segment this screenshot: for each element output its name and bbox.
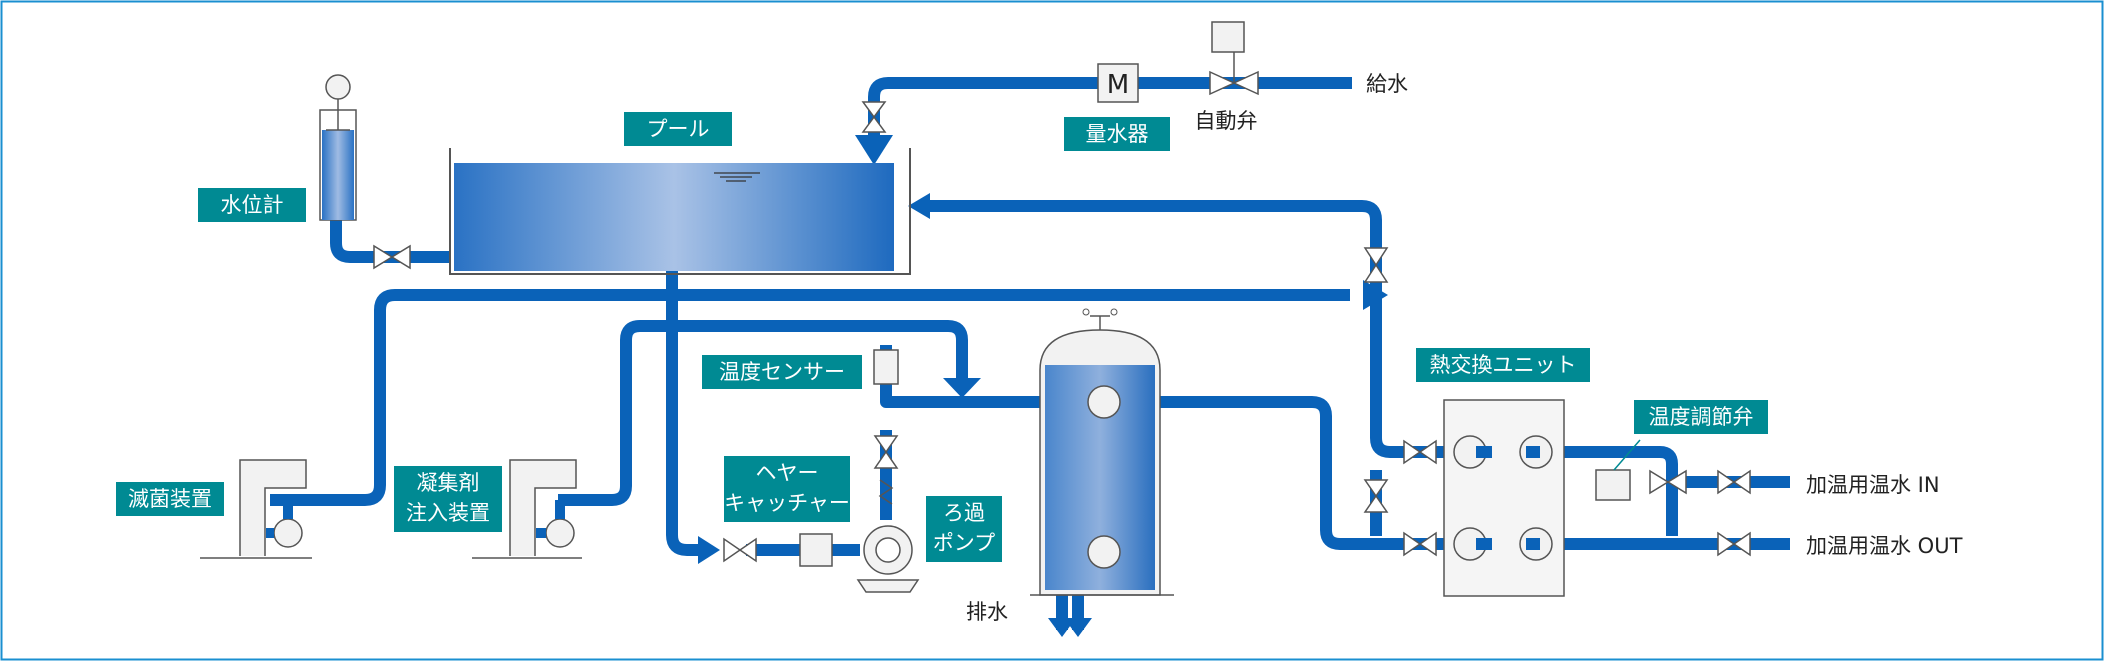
arrow-down-filter	[943, 378, 981, 398]
label-coagulant-2: 注入装置	[406, 501, 490, 525]
tag-labels: プール 水位計 量水器 滅菌装置 凝集剤 注入装置 温度センサー ヘヤー キャッ…	[116, 112, 1768, 562]
hair-catcher-icon	[799, 533, 833, 567]
valve-sensor	[873, 435, 899, 469]
label-heating-water-out: 加温用温水 OUT	[1806, 534, 1963, 558]
temp-sensor-icon	[873, 349, 899, 385]
valve-supply	[861, 101, 887, 133]
label-temp-sensor: 温度センサー	[719, 360, 845, 384]
coagulant-unit	[472, 459, 582, 559]
sterilizer-unit	[200, 459, 312, 559]
label-water-level-meter: 水位計	[221, 193, 284, 217]
valve-return	[1363, 247, 1389, 283]
arrow-right-pump	[698, 536, 720, 564]
water-meter-box	[1097, 63, 1139, 103]
heat-exchange-unit	[1443, 399, 1565, 597]
pool-water	[454, 163, 894, 271]
filter-tank	[1030, 308, 1174, 596]
valve-hx-2	[1403, 531, 1437, 557]
label-hair-catcher-1: ヘヤー	[756, 461, 819, 485]
pool-wall	[449, 148, 911, 275]
water-level-meter	[319, 74, 357, 221]
label-pool: プール	[647, 117, 710, 141]
label-water-supply: 給水	[1366, 72, 1408, 96]
label-auto-valve: 自動弁	[1195, 109, 1258, 133]
label-filter-pump-1: ろ過	[943, 501, 985, 525]
valve-pump	[723, 537, 757, 563]
pool-outlet-pipe	[666, 270, 698, 556]
arrow-right-sterilizer	[1363, 280, 1388, 310]
label-drain: 排水	[966, 600, 1008, 624]
plain-labels: M 自動弁 給水 排水 加温用温水 IN 加温用温水 OUT	[966, 70, 1963, 624]
hx-heating-pipe-top	[1528, 446, 1678, 536]
valve-in	[1717, 469, 1751, 495]
coagulant-pipe	[558, 320, 968, 506]
level-float-icon	[325, 74, 351, 100]
supply-pipe	[868, 77, 1352, 135]
label-sterilizer: 滅菌装置	[128, 487, 212, 511]
valve-temp	[1649, 469, 1687, 495]
sterilizer-pump-icon	[273, 518, 303, 548]
valves	[373, 21, 1751, 563]
arrow-down-pool	[855, 135, 893, 165]
water-meter-symbol: M	[1107, 70, 1129, 100]
check-valve-icon	[878, 479, 894, 505]
label-heat-exchange-unit: 熱交換ユニット	[1430, 353, 1577, 377]
valve-hx-1	[1403, 439, 1437, 465]
label-temp-control-valve: 温度調節弁	[1649, 405, 1754, 429]
label-water-meter: 量水器	[1086, 122, 1149, 146]
label-heating-water-in: 加温用温水 IN	[1806, 473, 1940, 497]
filter-to-hx-pipe	[1118, 396, 1476, 550]
level-meter-pipe	[330, 215, 449, 263]
valve-level	[373, 244, 411, 270]
return-pipe	[922, 200, 1476, 458]
valve-bypass	[1363, 479, 1389, 513]
temp-control-actuator-icon	[1595, 469, 1631, 501]
valve-out	[1717, 531, 1751, 557]
pool	[449, 148, 911, 275]
label-hair-catcher-2: キャッチャー	[724, 491, 850, 515]
label-coagulant-1: 凝集剤	[417, 471, 480, 495]
sterilizer-pipe	[270, 289, 1350, 506]
coagulant-pump-icon	[545, 518, 575, 548]
arrow-drain-2	[1064, 618, 1092, 637]
arrow-into-pool	[908, 193, 930, 219]
filter-pump-icon	[856, 525, 920, 593]
valve-auto	[1209, 21, 1259, 96]
label-filter-pump-2: ポンプ	[933, 531, 995, 555]
